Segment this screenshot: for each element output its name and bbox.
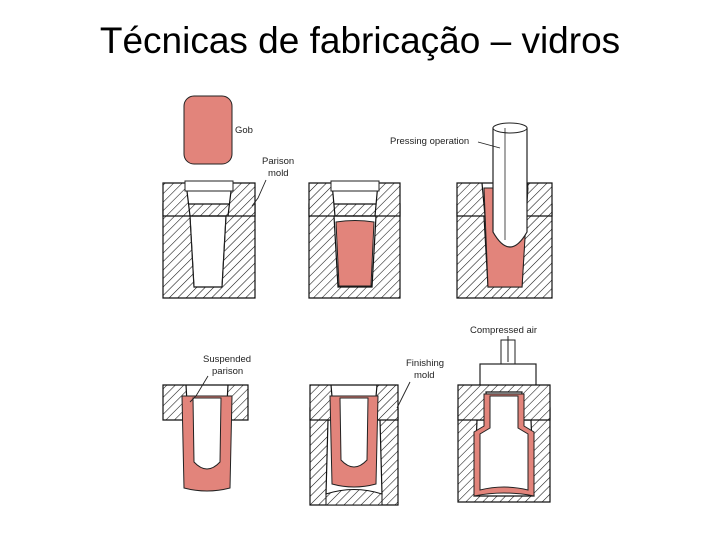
parison-cavity	[192, 397, 222, 470]
panel-pressing	[456, 122, 553, 299]
label-finishing-mold-1: Finishing	[406, 358, 444, 369]
slide-title: Técnicas de fabricação – vidros	[99, 20, 621, 61]
panel-finishing-mold	[309, 384, 399, 506]
panel-gob-drop	[162, 95, 256, 299]
panel-gob-in-mold	[308, 180, 401, 299]
gob-settled	[335, 220, 375, 287]
label-suspended-parison-1: Suspended	[203, 354, 251, 365]
label-finishing-mold-2: mold	[414, 370, 435, 381]
parison-mold	[162, 203, 256, 299]
plunger-top	[184, 180, 234, 192]
panel-compressed-air	[457, 336, 551, 503]
gob	[183, 95, 233, 165]
label-compressed-air: Compressed air	[470, 325, 537, 336]
label-parison-mold-2: mold	[268, 168, 289, 179]
label-gob: Gob	[235, 125, 253, 136]
label-suspended-parison-2: parison	[212, 366, 243, 377]
panel-suspended-parison	[162, 384, 249, 492]
plunger	[492, 123, 528, 248]
label-pressing-operation: Pressing operation	[390, 136, 469, 147]
bottle-cavity	[479, 395, 529, 491]
annotations: Gob Parison mold Pressing operation Susp…	[189, 125, 537, 409]
label-parison-mold-1: Parison	[262, 156, 294, 167]
